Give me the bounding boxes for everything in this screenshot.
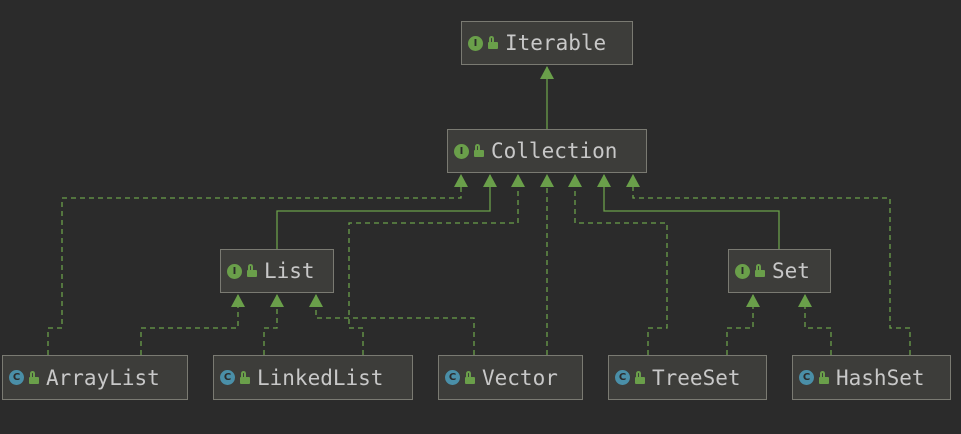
arrowhead-set-to-collection	[597, 174, 611, 187]
public-lock-icon	[464, 370, 476, 385]
edge-linkedlist-to-collection	[348, 175, 519, 355]
node-vector[interactable]: C Vector	[438, 355, 583, 400]
arrowhead-hashset-to-collection	[626, 174, 640, 187]
node-label: Iterable	[505, 31, 607, 55]
edge-set-to-collection	[603, 175, 780, 249]
node-hashset[interactable]: C HashSet	[792, 355, 951, 400]
interface-icon: I	[454, 143, 469, 159]
node-label: HashSet	[836, 365, 925, 390]
arrowhead-list-to-collection	[483, 174, 497, 187]
edge-arraylist-to-list	[140, 295, 239, 355]
interface-icon: I	[468, 35, 483, 51]
arrowhead-linkedlist-to-list	[270, 294, 284, 307]
edge-list-to-collection	[276, 175, 491, 249]
node-arraylist[interactable]: C ArrayList	[2, 355, 188, 400]
arrowhead-vector-to-list	[309, 294, 323, 307]
edge-vector-to-list	[315, 295, 475, 355]
public-lock-icon	[487, 36, 499, 50]
class-icon: C	[220, 370, 235, 385]
node-label: ArrayList	[46, 365, 160, 390]
public-lock-icon	[754, 264, 766, 278]
node-label: TreeSet	[652, 365, 741, 390]
edge-treeset-to-collection	[574, 175, 668, 355]
arrowhead-treeset-to-collection	[568, 174, 582, 187]
node-set[interactable]: I Set	[728, 249, 831, 293]
node-collection[interactable]: I Collection	[447, 129, 647, 173]
class-icon: C	[615, 370, 630, 385]
public-lock-icon	[246, 264, 258, 278]
arrowhead-vector-to-collection	[540, 174, 554, 187]
arrowhead-arraylist-to-list	[231, 294, 245, 307]
node-treeset[interactable]: C TreeSet	[608, 355, 767, 400]
arrowhead-treeset-to-set	[746, 294, 760, 307]
node-label: LinkedList	[257, 365, 384, 390]
edge-treeset-to-set	[726, 295, 754, 355]
node-label: Set	[772, 259, 810, 283]
node-label: Collection	[491, 139, 618, 163]
arrowhead-collection-to-iterable	[540, 66, 554, 79]
public-lock-icon	[28, 370, 40, 385]
edge-arraylist-to-collection	[47, 175, 462, 355]
node-list[interactable]: I List	[220, 249, 334, 293]
arrowhead-arraylist-to-collection	[454, 174, 468, 187]
class-icon: C	[799, 370, 814, 385]
arrowhead-linkedlist-to-collection	[511, 174, 525, 187]
class-icon: C	[445, 370, 460, 385]
node-label: List	[264, 259, 315, 283]
node-label: Vector	[482, 365, 558, 390]
public-lock-icon	[239, 370, 251, 385]
public-lock-icon	[818, 370, 830, 385]
node-iterable[interactable]: I Iterable	[461, 21, 633, 65]
arrowhead-hashset-to-set	[798, 294, 812, 307]
edge-linkedlist-to-list	[263, 295, 278, 355]
class-icon: C	[9, 370, 24, 385]
edge-hashset-to-collection	[632, 175, 911, 355]
node-linkedlist[interactable]: C LinkedList	[213, 355, 413, 400]
edge-hashset-to-set	[804, 295, 832, 355]
public-lock-icon	[473, 144, 485, 158]
interface-icon: I	[735, 263, 750, 279]
interface-icon: I	[227, 263, 242, 279]
public-lock-icon	[634, 370, 646, 385]
